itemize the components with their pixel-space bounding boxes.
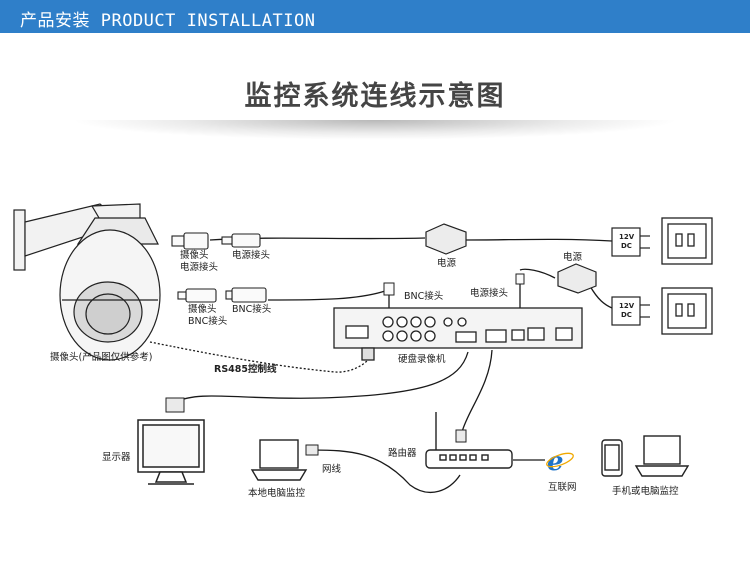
label-adapter-dc-1: DC — [621, 242, 632, 250]
title-shadow — [70, 120, 680, 140]
cable-psu2-dvr — [519, 268, 556, 279]
label-network-cable: 网线 — [322, 464, 342, 475]
label-dvr: 硬盘录像机 — [398, 354, 446, 365]
label-camera-bnc-connector: BNC接头 — [188, 316, 228, 327]
cable-vga-monitor — [175, 351, 469, 403]
label-monitor: 显示器 — [102, 452, 131, 463]
label-internet: 互联网 — [548, 482, 577, 493]
bnc-connector-icon — [225, 287, 267, 303]
diagram-title: 监控系统连线示意图 — [244, 81, 506, 112]
router-icon — [425, 412, 513, 469]
label-camera-bnc-prefix: 摄像头 — [188, 304, 217, 315]
network-plug-icon — [305, 444, 319, 456]
label-camera-power-connector: 电源接头 — [180, 262, 219, 273]
label-rs485: RS485控制线 — [214, 364, 277, 375]
wall-socket-icon-1 — [661, 217, 713, 265]
label-router: 路由器 — [388, 448, 417, 459]
dvr-power-plug-icon — [515, 273, 525, 285]
cable-psu1-adapter1 — [465, 238, 613, 242]
label-camera-connector: 摄像头 — [180, 250, 209, 261]
adapter-icon-2 — [611, 296, 650, 326]
vga-connector-icon — [165, 397, 185, 413]
label-bnc-connector: BNC接头 — [232, 304, 272, 315]
power-supply-icon-2 — [557, 263, 597, 294]
cable-psu2-adapter2 — [589, 285, 613, 309]
label-dvr-bnc: BNC接头 — [404, 291, 444, 302]
laptop-icon-local — [250, 439, 308, 481]
wall-socket-icon-2 — [661, 287, 713, 335]
label-power-supply-1: 电源 — [437, 258, 457, 269]
dvr-bnc-plug-icon — [383, 282, 395, 296]
internet-icon: e — [546, 447, 574, 477]
cable-laptop-router — [311, 449, 461, 494]
laptop-icon-remote — [634, 435, 690, 477]
label-power-connector: 电源接头 — [232, 250, 271, 261]
router-plug-icon — [455, 429, 467, 443]
label-dvr-power: 电源接头 — [470, 288, 509, 299]
label-remote-monitor: 手机或电脑监控 — [612, 486, 679, 497]
camera-bnc-plug-icon — [177, 288, 217, 303]
label-adapter-voltage-1: 12V — [619, 233, 635, 241]
camera-icon — [59, 217, 161, 361]
cable-dvr-router — [461, 349, 493, 433]
header-bar: 产品安装 PRODUCT INSTALLATION — [0, 0, 750, 33]
phone-icon — [601, 439, 623, 477]
power-supply-icon-1 — [425, 223, 467, 255]
svg-text:e: e — [547, 447, 564, 477]
section-title: 产品安装 PRODUCT INSTALLATION — [20, 11, 316, 31]
power-connector-icon — [221, 233, 261, 248]
cable-camera-bnc — [267, 289, 389, 301]
label-adapter-dc-2: DC — [621, 311, 632, 319]
dvr-icon — [333, 307, 583, 361]
monitor-icon — [137, 419, 205, 485]
label-adapter-voltage-2: 12V — [619, 302, 635, 310]
label-power-supply-2: 电源 — [563, 252, 583, 263]
label-camera: 摄像头(产品图仅供参考) — [50, 352, 153, 363]
camera-power-plug-icon — [171, 232, 209, 250]
adapter-icon-1 — [611, 227, 650, 257]
label-laptop-local: 本地电脑监控 — [248, 488, 306, 499]
